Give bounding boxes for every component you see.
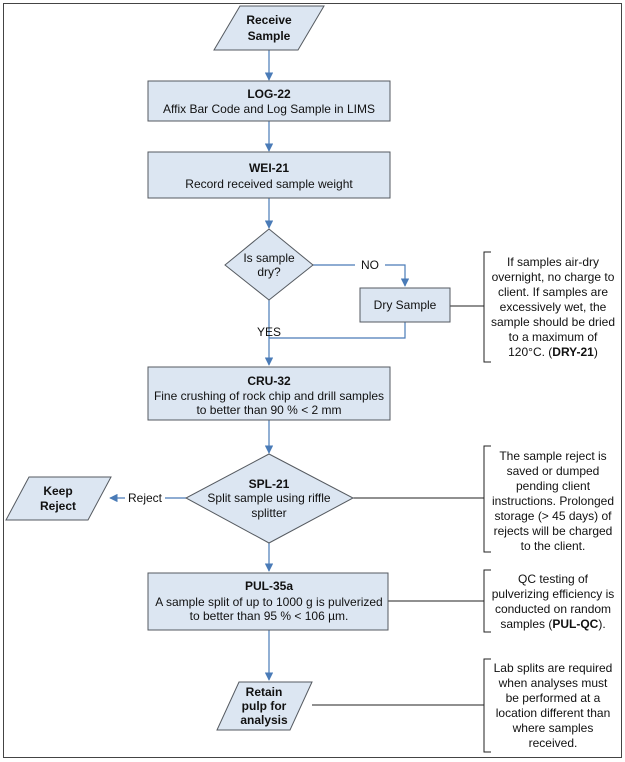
dry-decision-node: Is sample dry? [224, 228, 314, 301]
qc-note: QC testing of pulverizing efficiency is … [483, 569, 615, 633]
diagram-frame [3, 3, 622, 758]
dry-note-line-6: to a maximum of [509, 330, 598, 344]
cru32-desc-line-2: to better than 90 % < 2 mm [196, 403, 341, 417]
edge-label-reject: Reject [128, 491, 163, 505]
reject-label-bg [125, 490, 165, 506]
dry-sample-label: Dry Sample [374, 298, 437, 312]
wei21-code: WEI-21 [249, 161, 289, 175]
lab-splits-note-line-2: when analyses must [498, 676, 608, 690]
connector-decision-no-to-dry [313, 264, 410, 287]
retain-line-1: Retain [246, 685, 283, 699]
qc-note-line-3: conducted on random [495, 602, 611, 616]
cru32-code: CRU-32 [247, 374, 291, 388]
wei21-node: WEI-21 Record received sample weight [147, 151, 391, 199]
dry-note: If samples air-dry overnight, no charge … [483, 251, 615, 363]
reject-note-line-3: pending client [516, 479, 591, 493]
keep-reject-line-2: Reject [40, 499, 76, 513]
dry-note-line-7: 120°C. (DRY-21) [508, 345, 598, 359]
reject-note-line-4: instructions. Prolonged [492, 494, 614, 508]
pul35a-node: PUL-35a A sample split of up to 1000 g i… [147, 572, 389, 631]
receive-line-1: Receive [246, 13, 292, 27]
retain-pulp-node: Retain pulp for analysis [216, 681, 313, 731]
spl21-node: SPL-21 Split sample using riffle splitte… [184, 453, 355, 544]
reject-note-line-7: to the client. [521, 539, 586, 553]
keep-reject-node: Keep Reject [5, 476, 112, 521]
log22-desc: Affix Bar Code and Log Sample in LIMS [163, 102, 375, 116]
spl21-desc-line-2: splitter [251, 506, 286, 520]
lab-splits-note-line-4: location different than [496, 706, 611, 720]
dry-note-line-4: excessively wet, the [500, 300, 607, 314]
cru32-node: CRU-32 Fine crushing of rock chip and dr… [147, 366, 391, 421]
spl21-desc-line-1: Split sample using riffle [207, 491, 330, 505]
reject-note-line-5: storage (> 45 days) of [494, 509, 612, 523]
retain-line-3: analysis [240, 713, 288, 727]
reject-note-bracket [483, 445, 491, 553]
edge-label-no: NO [361, 258, 379, 272]
dry-sample-node: Dry Sample [359, 287, 451, 323]
log22-code: LOG-22 [247, 87, 291, 101]
dry-note-bracket [483, 251, 491, 363]
wei21-desc: Record received sample weight [185, 177, 353, 191]
log22-node: LOG-22 Affix Bar Code and Log Sample in … [147, 80, 391, 122]
retain-line-2: pulp for [242, 699, 287, 713]
lab-splits-note: Lab splits are required when analyses mu… [483, 658, 613, 753]
cru32-desc-line-1: Fine crushing of rock chip and drill sam… [154, 389, 384, 403]
lab-splits-note-bracket [483, 658, 491, 753]
dry-note-line-1: If samples air-dry [507, 255, 599, 269]
reject-note-line-1: The sample reject is [499, 449, 606, 463]
dry-decision-line-2: dry? [257, 265, 281, 279]
dry-decision-line-1: Is sample [243, 251, 295, 265]
lab-splits-note-line-5: where samples [512, 721, 594, 735]
reject-note-line-6: rejects will be charged [494, 524, 613, 538]
qc-note-line-2: pulverizing efficiency is [492, 587, 615, 601]
dry-note-line-3: client. If samples are [498, 285, 608, 299]
qc-note-line-1: QC testing of [518, 572, 589, 586]
lab-splits-note-line-3: be performed at a [506, 691, 601, 705]
receive-line-2: Sample [248, 29, 291, 43]
pul35a-desc-line-2: to better than 95 % < 106 µm. [190, 609, 349, 623]
lab-splits-note-line-1: Lab splits are required [494, 661, 613, 675]
keep-reject-line-1: Keep [43, 484, 72, 498]
receive-sample-node: Receive Sample [213, 5, 325, 51]
pul35a-desc-line-1: A sample split of up to 1000 g is pulver… [155, 595, 382, 609]
qc-note-line-4: samples (PUL-QC). [500, 617, 605, 631]
no-label-bg [355, 257, 385, 272]
reject-note-line-2: saved or dumped [507, 464, 600, 478]
pul35a-code: PUL-35a [245, 579, 293, 593]
lab-splits-note-line-6: received. [529, 736, 578, 750]
qc-note-bracket [483, 569, 491, 633]
connector-dry-to-cru32 [269, 322, 406, 339]
reject-note: The sample reject is saved or dumped pen… [483, 445, 614, 553]
spl21-code: SPL-21 [249, 477, 290, 491]
edge-label-yes: YES [257, 325, 281, 339]
dry-note-line-2: overnight, no charge to [492, 270, 615, 284]
dry-note-line-5: sample should be dried [491, 315, 615, 329]
